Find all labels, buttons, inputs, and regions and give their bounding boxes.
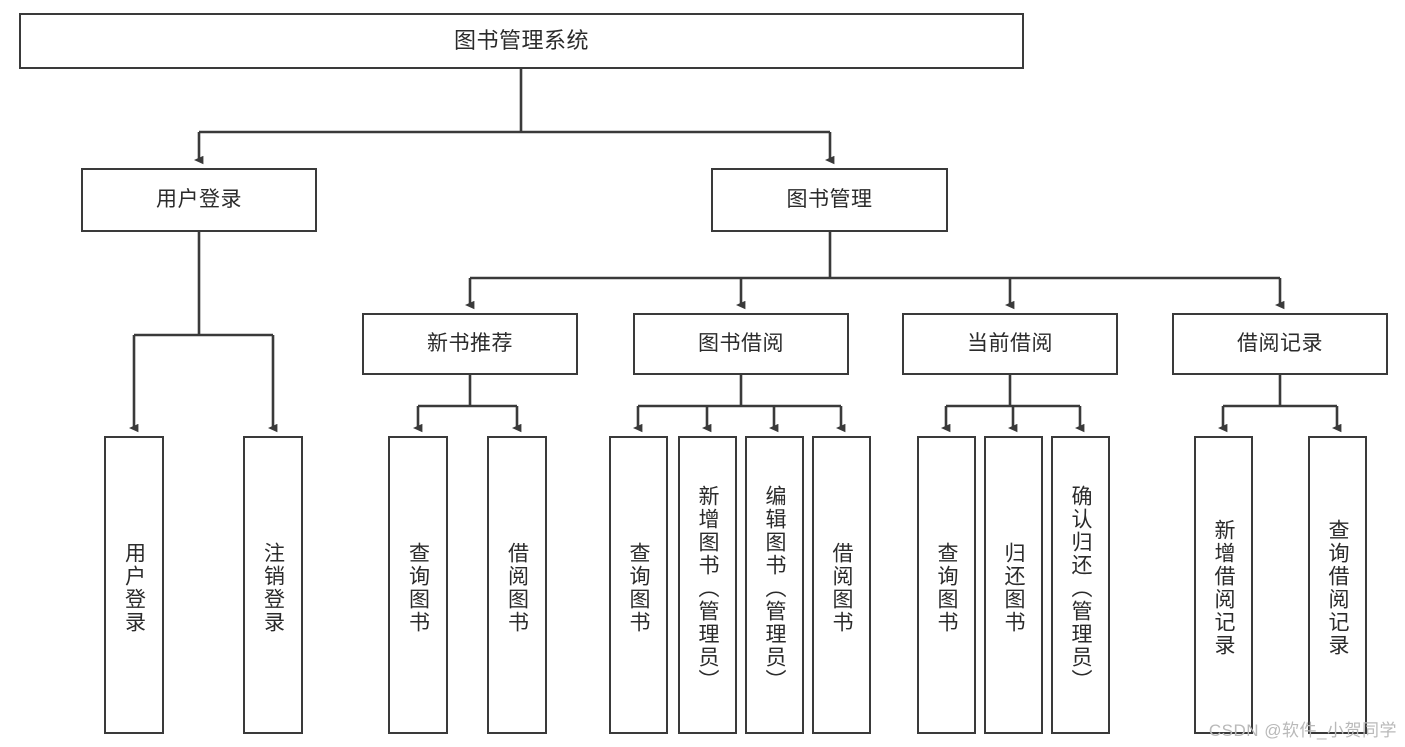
leaf-add-borrow-record[interactable]: 新增借阅记录: [1194, 436, 1253, 734]
leaf-return-book[interactable]: 归还图书: [984, 436, 1043, 734]
leaf-query-book-current[interactable]: 查询图书: [917, 436, 976, 734]
leaf-query-borrow-record[interactable]: 查询借阅记录: [1308, 436, 1367, 734]
leaf-logout[interactable]: 注销登录: [243, 436, 303, 734]
node-label: 图书管理系统: [453, 27, 589, 53]
node-label: 当前借阅: [967, 332, 1053, 356]
node-label: 查询图书: [406, 542, 430, 634]
leaf-borrow-book[interactable]: 借阅图书: [812, 436, 871, 734]
watermark-text: CSDN @软件_小贺同学: [1208, 721, 1397, 740]
leaf-confirm-return-admin[interactable]: 确认归还（管理员）: [1051, 436, 1110, 734]
leaf-add-book-admin[interactable]: 新增图书（管理员）: [678, 436, 737, 734]
leaf-query-book-new[interactable]: 查询图书: [388, 436, 448, 734]
leaf-edit-book-admin[interactable]: 编辑图书（管理员）: [745, 436, 804, 734]
node-label: 确认归还（管理员）: [1069, 484, 1092, 692]
node-label: 归还图书: [1002, 542, 1025, 634]
node-root-system[interactable]: 图书管理系统: [19, 13, 1024, 69]
leaf-query-book-borrow[interactable]: 查询图书: [609, 436, 668, 734]
node-label: 借阅图书: [505, 542, 529, 634]
node-label: 查询借阅记录: [1326, 519, 1349, 657]
node-current-borrowing[interactable]: 当前借阅: [902, 313, 1118, 375]
node-label: 借阅记录: [1237, 332, 1323, 356]
node-label: 新增借阅记录: [1212, 519, 1235, 657]
node-label: 图书借阅: [698, 332, 784, 356]
node-book-management[interactable]: 图书管理: [711, 168, 948, 232]
node-label: 新增图书（管理员）: [696, 484, 719, 692]
node-book-borrowing[interactable]: 图书借阅: [633, 313, 849, 375]
node-label: 用户登录: [122, 542, 146, 634]
node-new-book-recommendation[interactable]: 新书推荐: [362, 313, 578, 375]
node-label: 编辑图书（管理员）: [763, 484, 786, 692]
node-label: 用户登录: [156, 188, 242, 212]
leaf-user-login[interactable]: 用户登录: [104, 436, 164, 734]
leaf-borrow-book-new[interactable]: 借阅图书: [487, 436, 547, 734]
node-label: 注销登录: [261, 542, 285, 634]
node-label: 查询图书: [935, 542, 958, 634]
node-label: 图书管理: [786, 188, 873, 212]
node-label: 新书推荐: [427, 332, 513, 356]
node-borrow-records[interactable]: 借阅记录: [1172, 313, 1388, 375]
node-user-login[interactable]: 用户登录: [81, 168, 317, 232]
node-label: 查询图书: [627, 542, 650, 634]
node-label: 借阅图书: [830, 542, 853, 634]
